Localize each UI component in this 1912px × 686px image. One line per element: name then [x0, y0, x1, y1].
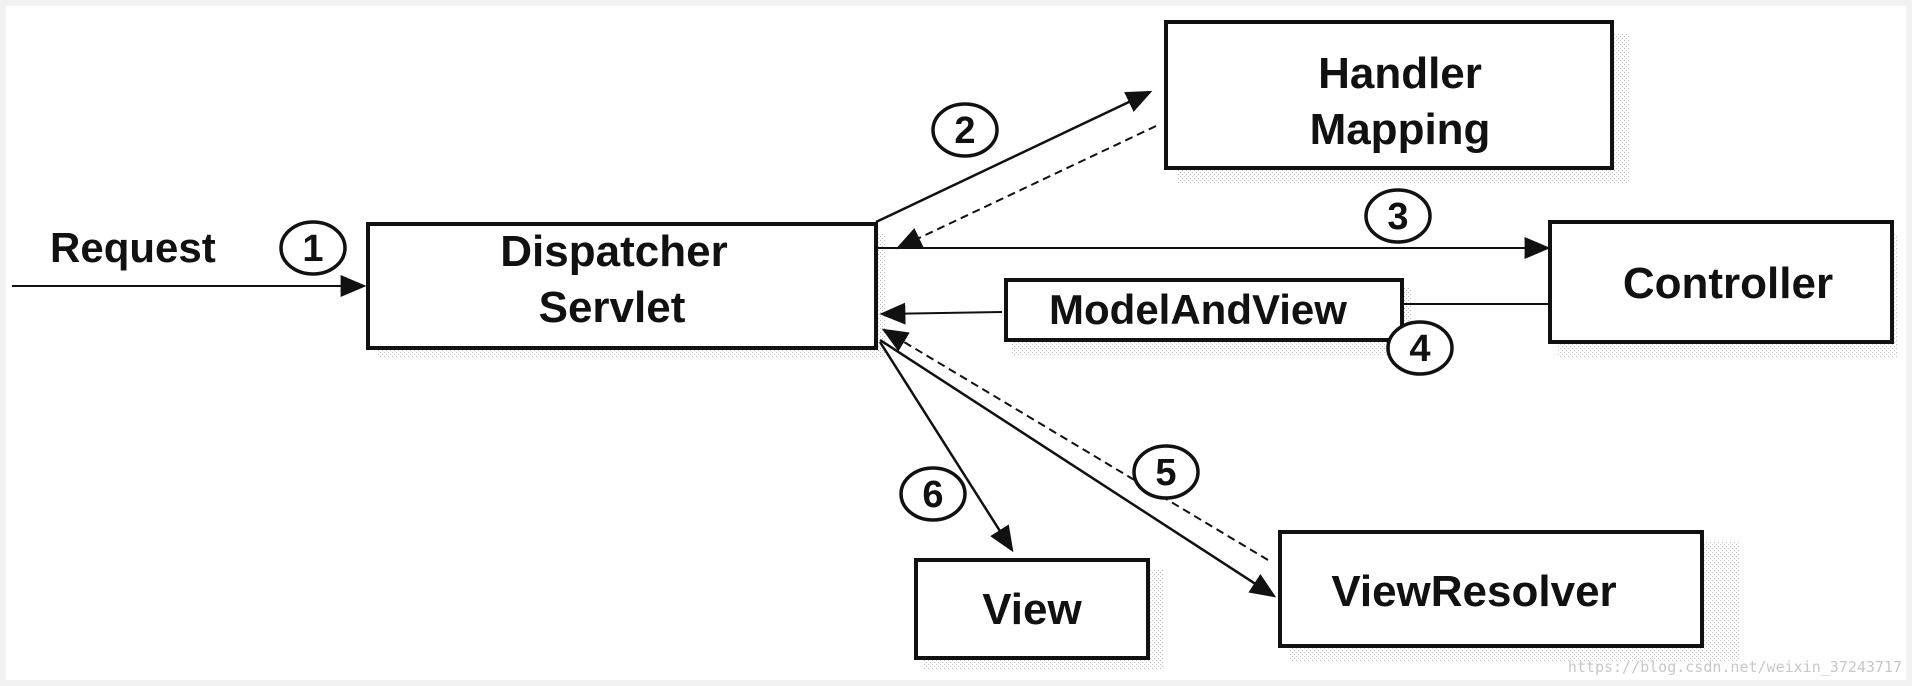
view-label: View [982, 585, 1082, 634]
boxes [366, 20, 1894, 660]
dispatcher-servlet-label-line2: Servlet [539, 283, 686, 332]
step-2-number: 2 [954, 110, 975, 152]
dispatcher-servlet-label-line1: Dispatcher [500, 227, 727, 276]
watermark-text: https://blog.csdn.net/weixin_37243717 [1568, 658, 1902, 676]
request-label: Request [50, 224, 216, 271]
arrow-modelandview-to-dispatcher [879, 302, 1003, 325]
step-6-circle [899, 466, 967, 522]
view-box [914, 558, 1150, 660]
step-5-circle [1132, 444, 1200, 500]
step-3-number: 3 [1387, 196, 1408, 238]
controller-label: Controller [1623, 259, 1833, 308]
step-6-number: 6 [922, 474, 943, 516]
connectors [12, 90, 1551, 598]
step-4-number: 4 [1409, 328, 1430, 370]
arrow-to-handler-mapping [875, 90, 1153, 224]
dispatcher-servlet-box [366, 222, 878, 350]
step-1-circle [279, 220, 347, 276]
handler-mapping-label-line2: Mapping [1310, 105, 1491, 154]
modelandview-label: ModelAndView [1049, 286, 1347, 333]
step-1-number: 1 [302, 228, 323, 270]
modelandview-box [1004, 278, 1404, 342]
controller-box [1548, 220, 1894, 344]
viewresolver-box [1278, 530, 1704, 648]
step-3-circle [1364, 188, 1432, 244]
viewresolver-label: ViewResolver [1331, 567, 1616, 616]
step-5-number: 5 [1155, 452, 1176, 494]
arrow-to-viewresolver [879, 338, 1277, 598]
handler-mapping-label-line1: Handler [1318, 49, 1482, 98]
arrow-from-viewresolver [881, 328, 1269, 561]
step-2-circle [931, 102, 999, 158]
arrow-from-handler-mapping [895, 125, 1157, 250]
step-circles [279, 102, 1454, 522]
arrow-to-view [878, 341, 1014, 553]
step-4-circle [1386, 320, 1454, 376]
handler-mapping-box [1164, 20, 1614, 170]
